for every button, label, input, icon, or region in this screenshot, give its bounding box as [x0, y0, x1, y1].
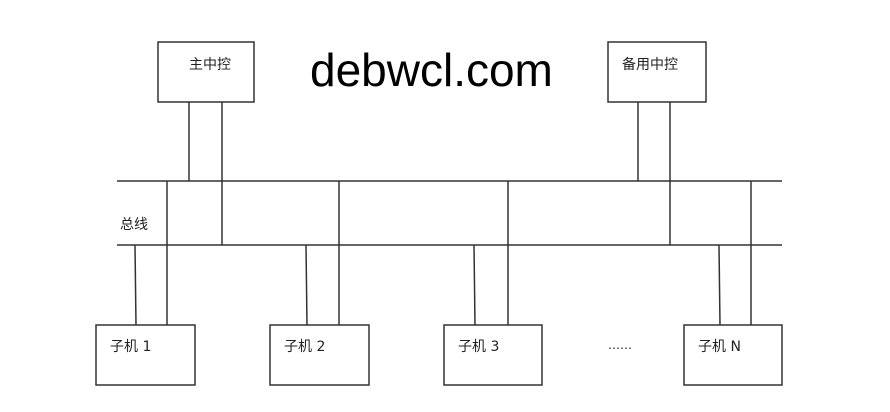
connector	[134, 244, 137, 326]
watermark: debwcl.com	[310, 44, 553, 96]
slave-label-3: 子机 3	[458, 339, 500, 355]
bus-label: 总线	[120, 217, 148, 233]
slave-box-3	[443, 324, 543, 386]
slave-box-1	[95, 324, 196, 386]
slave-label-1: 子机 1	[110, 339, 152, 355]
slave-box-n	[683, 324, 783, 386]
connector	[473, 244, 476, 326]
main-controller-box	[157, 41, 255, 103]
connector	[718, 244, 721, 326]
connector	[305, 244, 308, 326]
ellipsis: ……	[608, 338, 632, 352]
slave-label-2: 子机 2	[284, 339, 326, 355]
slave-box-2	[269, 324, 370, 386]
backup-controller-box	[607, 41, 707, 103]
slave-label-n: 子机 N	[698, 339, 741, 355]
main-controller-label: 主中控	[189, 57, 231, 73]
backup-controller-label: 备用中控	[622, 57, 678, 73]
